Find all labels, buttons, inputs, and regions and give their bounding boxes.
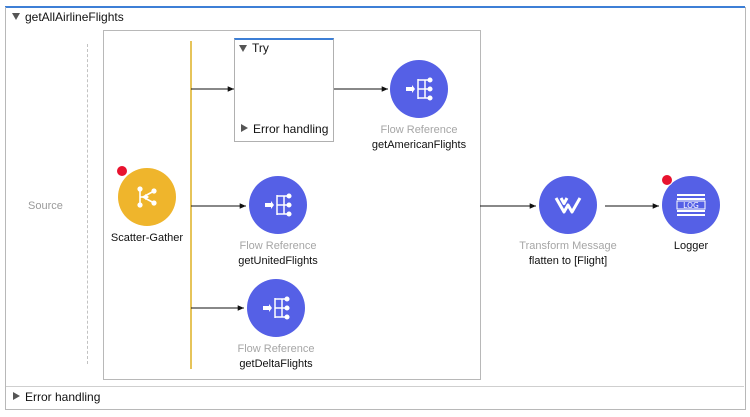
collapse-try-icon[interactable] xyxy=(239,45,247,52)
flow-reference-icon xyxy=(406,77,433,101)
source-divider xyxy=(87,44,88,364)
flow-reference-icon xyxy=(263,296,290,320)
try-error-handling-label[interactable]: Error handling xyxy=(253,122,329,136)
transform-message-type: Transform Message xyxy=(519,240,617,252)
flow-reference-delta-type: Flow Reference xyxy=(237,343,315,355)
flow-reference-american-node[interactable] xyxy=(390,60,448,118)
try-title: Try xyxy=(252,41,269,55)
source-drop-zone[interactable]: Source xyxy=(28,200,63,212)
try-scope[interactable] xyxy=(234,38,334,142)
logger-icon: LOG xyxy=(676,194,706,216)
flow-reference-delta-node[interactable] xyxy=(247,279,305,337)
flow-title: getAllAirlineFlights xyxy=(25,10,124,24)
flow-container[interactable] xyxy=(5,7,746,410)
scatter-gather-node[interactable] xyxy=(118,168,176,226)
flow-reference-united-node[interactable] xyxy=(249,176,307,234)
flow-reference-united-type: Flow Reference xyxy=(239,240,317,252)
expand-try-error-handling-icon[interactable] xyxy=(241,124,248,132)
svg-text:LOG: LOG xyxy=(683,201,699,210)
error-marker[interactable] xyxy=(661,174,673,186)
logger-label: Logger xyxy=(673,240,709,252)
expand-error-handling-icon[interactable] xyxy=(13,392,20,400)
scatter-gather-label: Scatter-Gather xyxy=(110,232,184,244)
logger-node[interactable]: LOG xyxy=(662,176,720,234)
collapse-flow-icon[interactable] xyxy=(12,13,20,20)
flow-error-handling-label[interactable]: Error handling xyxy=(25,390,101,404)
flow-reference-delta-name: getDeltaFlights xyxy=(239,358,313,370)
transform-message-icon xyxy=(554,197,582,214)
scatter-gather-icon xyxy=(137,186,157,208)
error-marker[interactable] xyxy=(116,165,128,177)
error-handling-divider xyxy=(6,386,744,387)
flow-reference-united-name: getUnitedFlights xyxy=(238,255,318,267)
flow-reference-icon xyxy=(265,193,292,217)
flow-selection-accent xyxy=(5,6,745,8)
flow-reference-american-type: Flow Reference xyxy=(380,124,458,136)
transform-message-node[interactable] xyxy=(539,176,597,234)
transform-message-name: flatten to [Flight] xyxy=(528,255,608,267)
flow-reference-american-name: getAmericanFlights xyxy=(371,139,467,151)
